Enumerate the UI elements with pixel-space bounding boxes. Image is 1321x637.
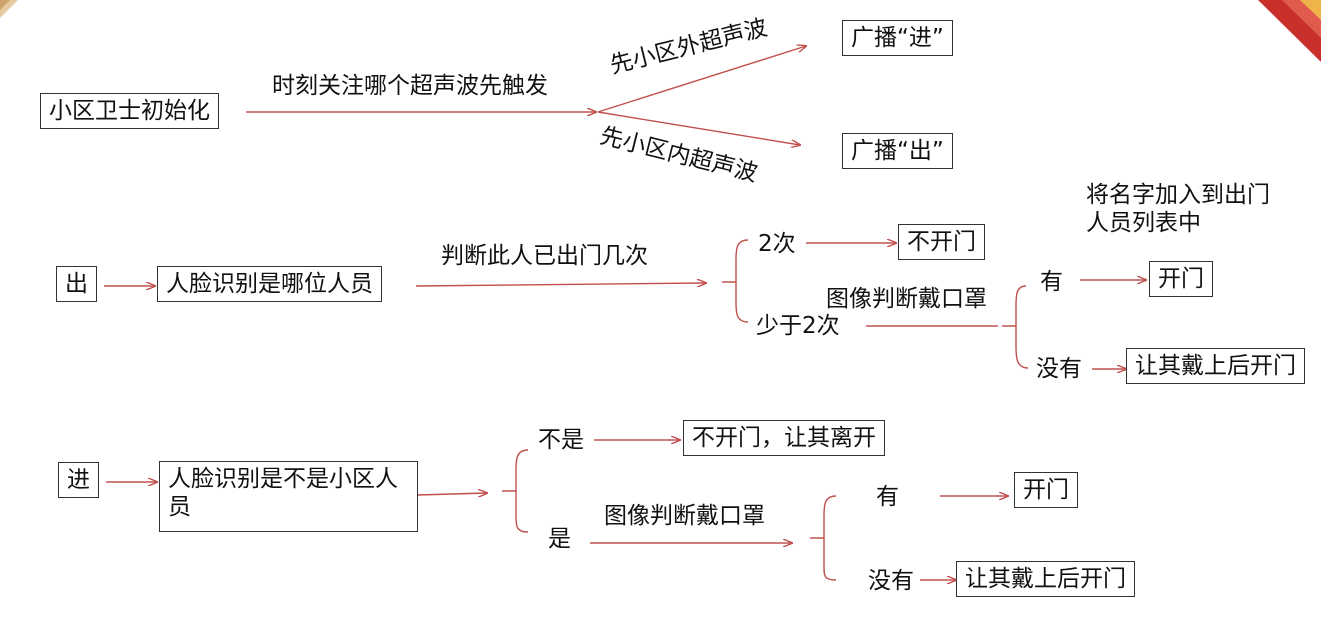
no-open-box: 不开门 xyxy=(898,224,985,260)
open-box-3: 开门 xyxy=(1014,472,1078,508)
corner-ornament-left xyxy=(0,0,18,18)
no-mask-label-3: 没有 xyxy=(868,568,914,594)
no-open-leave-box: 不开门，让其离开 xyxy=(683,420,885,456)
twice-label: 2次 xyxy=(758,231,796,257)
arrow-face-to-count xyxy=(415,283,706,286)
open-box-2: 开门 xyxy=(1149,261,1213,297)
bracket-mask-2 xyxy=(1002,285,1029,369)
bracket-count xyxy=(722,239,749,323)
face-id-out-box: 人脸识别是哪位人员 xyxy=(157,266,382,302)
less-twice-label: 少于2次 xyxy=(756,313,840,339)
judge-count-label: 判断此人已出门几次 xyxy=(441,243,648,269)
mask-check-label-3: 图像判断戴口罩 xyxy=(604,503,765,529)
arrow-split-to-broadcast-in xyxy=(597,46,806,113)
add-to-list-label: 将名字加入到出门人员列表中 xyxy=(1086,182,1270,236)
resident-label: 是 xyxy=(548,526,571,552)
wear-then-open-box-3: 让其戴上后开门 xyxy=(956,561,1135,597)
has-mask-label-3: 有 xyxy=(876,484,899,510)
out-box: 出 xyxy=(56,266,97,302)
face-id-in-box: 人脸识别是不是小区人员 xyxy=(159,461,418,532)
bracket-mask-3 xyxy=(810,495,837,581)
monitor-label: 时刻关注哪个超声波先触发 xyxy=(272,73,548,99)
wear-then-open-box-2: 让其戴上后开门 xyxy=(1126,348,1305,384)
bracket-resident xyxy=(502,449,529,533)
broadcast-out-box: 广播“出” xyxy=(842,133,953,169)
has-mask-label-2: 有 xyxy=(1040,269,1063,295)
init-box: 小区卫士初始化 xyxy=(40,93,219,129)
arrow-face-to-resident xyxy=(417,493,487,495)
arrow-split-to-broadcast-out xyxy=(597,111,800,145)
corner-ornament-right xyxy=(1258,0,1321,62)
no-mask-label-2: 没有 xyxy=(1036,356,1082,382)
in-box: 进 xyxy=(58,462,99,498)
not-resident-label: 不是 xyxy=(538,427,584,453)
mask-check-label-2: 图像判断戴口罩 xyxy=(826,286,987,312)
broadcast-in-box: 广播“进” xyxy=(842,20,953,56)
